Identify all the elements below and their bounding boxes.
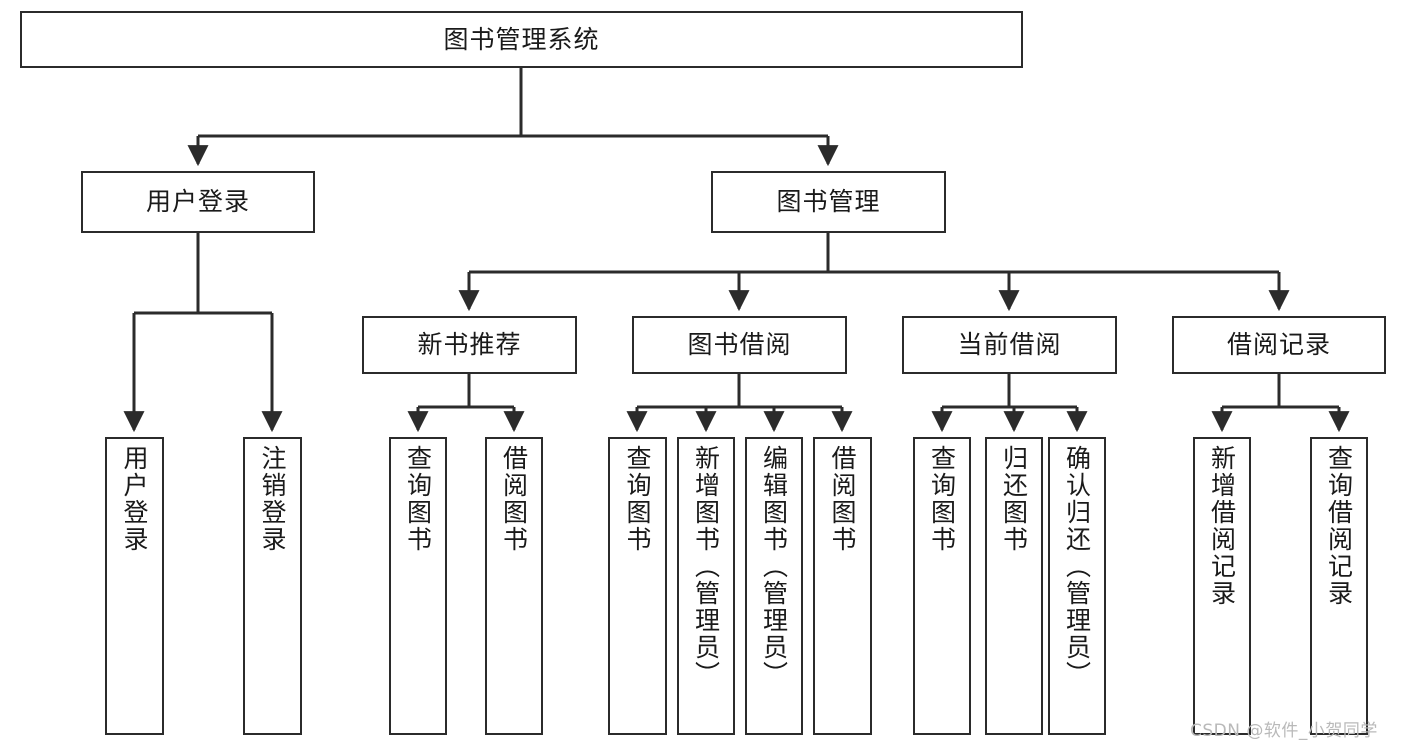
node-leaf-logout[interactable]: 注销登录 — [243, 437, 302, 735]
node-label: 查询图书 — [403, 445, 433, 553]
node-leaf-return-book[interactable]: 归还图书 — [985, 437, 1043, 735]
node-leaf-add-book-admin[interactable]: 新增图书（管理员） — [677, 437, 735, 735]
node-current-borrow[interactable]: 当前借阅 — [902, 316, 1117, 374]
node-leaf-confirm-return-admin[interactable]: 确认归还（管理员） — [1048, 437, 1106, 735]
edge-current-borrow-to-leaves — [931, 374, 1088, 433]
node-label: 新书推荐 — [417, 330, 522, 360]
edge-borrow-record-to-leaves — [1211, 374, 1350, 433]
node-leaf-query-book-borrow[interactable]: 查询图书 — [608, 437, 667, 735]
node-label: 查询借阅记录 — [1324, 445, 1354, 607]
node-label: 注销登录 — [258, 445, 287, 553]
node-leaf-query-book-recommend[interactable]: 查询图书 — [389, 437, 447, 735]
node-book-management[interactable]: 图书管理 — [711, 171, 946, 233]
node-label: 用户登录 — [120, 445, 149, 553]
node-label: 查询图书 — [927, 445, 957, 553]
edge-book-mgmt-to-level2 — [458, 233, 1290, 312]
node-leaf-borrow-book-recommend[interactable]: 借阅图书 — [485, 437, 543, 735]
node-leaf-borrow-book[interactable]: 借阅图书 — [813, 437, 872, 735]
node-label: 查询图书 — [623, 445, 652, 553]
node-label: 确认归还（管理员） — [1062, 445, 1092, 688]
edge-new-book-to-leaves — [407, 374, 525, 433]
edge-book-borrow-to-leaves — [626, 374, 853, 433]
node-label: 借阅记录 — [1226, 330, 1331, 360]
node-label: 图书管理系统 — [443, 24, 600, 54]
node-leaf-user-login[interactable]: 用户登录 — [105, 437, 164, 735]
node-label: 图书管理 — [776, 187, 881, 217]
node-leaf-query-borrow-record[interactable]: 查询借阅记录 — [1310, 437, 1368, 735]
node-label: 借阅图书 — [828, 445, 857, 553]
node-borrow-record[interactable]: 借阅记录 — [1172, 316, 1386, 374]
node-label: 归还图书 — [999, 445, 1029, 553]
node-leaf-query-book-current[interactable]: 查询图书 — [913, 437, 971, 735]
node-new-book-recommend[interactable]: 新书推荐 — [362, 316, 577, 374]
edge-user-login-to-leaves — [123, 233, 283, 433]
node-label: 图书借阅 — [687, 330, 792, 360]
node-label: 借阅图书 — [499, 445, 529, 553]
node-leaf-add-borrow-record[interactable]: 新增借阅记录 — [1193, 437, 1251, 735]
node-leaf-edit-book-admin[interactable]: 编辑图书（管理员） — [745, 437, 803, 735]
node-book-borrow[interactable]: 图书借阅 — [632, 316, 847, 374]
node-user-login[interactable]: 用户登录 — [81, 171, 315, 233]
node-label: 用户登录 — [145, 187, 250, 217]
node-label: 新增图书（管理员） — [691, 445, 721, 688]
edge-root-to-level1 — [187, 68, 839, 167]
node-label: 新增借阅记录 — [1207, 445, 1237, 607]
node-label: 编辑图书（管理员） — [759, 445, 789, 688]
node-label: 当前借阅 — [957, 330, 1062, 360]
node-root-system[interactable]: 图书管理系统 — [20, 11, 1023, 68]
